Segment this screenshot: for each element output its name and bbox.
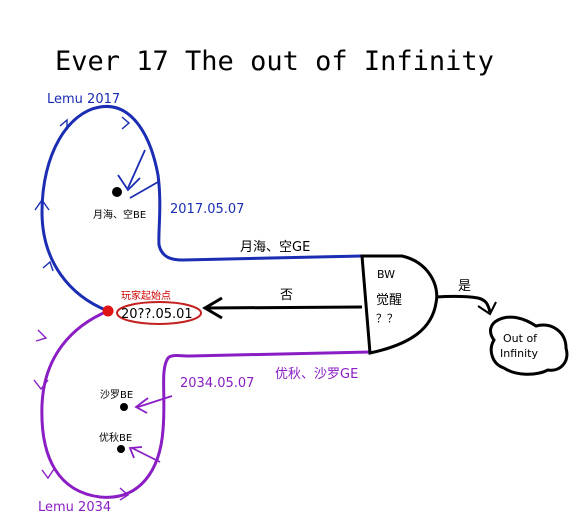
back-arrow-label: 否 (280, 288, 293, 303)
top-loop-label: Lemu 2017 (47, 92, 120, 107)
bottom-loop-to-bw-line (189, 350, 371, 358)
top-path-label: 月海、空GE (240, 240, 310, 255)
start-date-label: 20??.05.01 (121, 307, 193, 322)
yes-arrow-head (477, 301, 497, 316)
yes-arrow-label: 是 (458, 279, 471, 294)
bottom-loop-direction-marks (33, 329, 130, 501)
bw-node-line1: BW (377, 268, 395, 281)
diagram-title: Ever 17 The out of Infinity (55, 46, 494, 77)
top-loop-to-bw-line (182, 254, 363, 262)
final-node-line1: Out of (503, 332, 538, 345)
top-bad-end-label: 月海、空BE (93, 208, 146, 221)
back-arrow-head (202, 296, 223, 320)
top-loop-outline (40, 104, 184, 313)
back-arrow (205, 305, 363, 310)
sara-bad-end-label: 沙罗BE (100, 389, 133, 401)
bottom-bad-end-arrows (128, 395, 173, 463)
bw-node-line2: 觉醒 (376, 293, 402, 308)
start-point-dot (102, 305, 114, 317)
yes-arrow (435, 294, 492, 313)
start-date-oval (116, 301, 202, 325)
sara-bad-end-dot (120, 403, 128, 411)
yuuki-bad-end-label: 优秋BE (99, 431, 132, 444)
yuuki-bad-end-dot (117, 445, 125, 453)
bw-node-line3: ？？ (376, 312, 398, 325)
bottom-loop-outline (40, 309, 191, 499)
bw-node-shape (360, 254, 439, 355)
final-node-shape (489, 315, 569, 376)
top-bad-end-arrows (117, 149, 159, 199)
final-node-line2: Infinity (500, 347, 538, 360)
start-point-label: 玩家起始点 (121, 289, 171, 302)
bottom-loop-label: Lemu 2034 (38, 500, 111, 515)
top-loop-direction-marks (34, 116, 131, 272)
bottom-date-label: 2034.05.07 (180, 376, 254, 391)
top-bad-end-dot (112, 187, 122, 197)
bottom-path-label: 优秋、沙罗GE (275, 367, 358, 382)
top-date-label: 2017.05.07 (170, 202, 244, 217)
